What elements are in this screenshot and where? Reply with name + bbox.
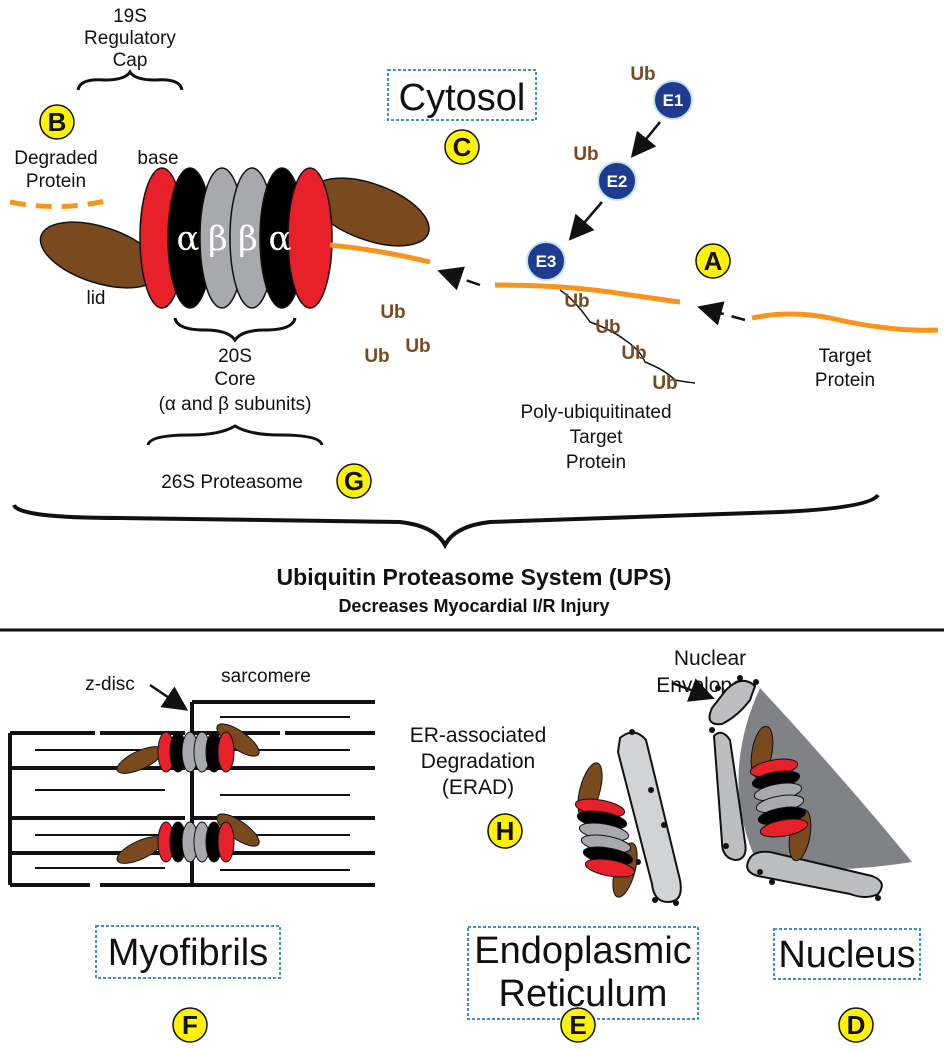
degraded-label-2: Protein bbox=[26, 171, 86, 192]
poly-label-1: Poly-ubiquitinated bbox=[520, 402, 671, 423]
badge-e: E bbox=[560, 1007, 596, 1043]
poly-label-3: Protein bbox=[566, 452, 626, 473]
svg-text:C: C bbox=[453, 132, 472, 162]
badge-g: G bbox=[336, 463, 372, 499]
sarcomere-label: sarcomere bbox=[221, 666, 311, 687]
svg-text:E3: E3 bbox=[536, 252, 557, 271]
svg-text:E1: E1 bbox=[663, 91, 684, 110]
core-label-3: (α and β subunits) bbox=[159, 394, 312, 415]
er-label-1: Endoplasmic bbox=[474, 930, 692, 972]
degraded-protein-strand bbox=[9, 197, 111, 210]
svg-text:D: D bbox=[847, 1010, 866, 1040]
subunit-beta-1: β bbox=[208, 219, 228, 259]
ub-free-3: Ub bbox=[405, 336, 430, 357]
target-protein-strand bbox=[751, 311, 939, 333]
nuclear-envelope bbox=[708, 675, 883, 901]
cytosol-label: Cytosol bbox=[399, 77, 526, 119]
ub-chain-1: Ub bbox=[564, 291, 589, 312]
arrow-e1-e2 bbox=[630, 121, 661, 158]
erad-label-3: (ERAD) bbox=[442, 776, 514, 799]
ub-e2: Ub bbox=[573, 144, 598, 165]
subunit-beta-2: β bbox=[238, 219, 258, 259]
enzyme-e3: E3 bbox=[526, 241, 566, 281]
myofibril-proteasome-upper bbox=[116, 723, 260, 774]
enzyme-e2: E2 bbox=[597, 161, 637, 201]
arrow-to-e3 bbox=[697, 301, 746, 326]
arrow-e2-e3 bbox=[568, 201, 603, 241]
subunit-alpha-2: α bbox=[269, 219, 292, 259]
enzyme-e1: E1 bbox=[653, 80, 693, 120]
svg-text:E2: E2 bbox=[607, 172, 628, 191]
ub-chain-4: Ub bbox=[652, 373, 677, 394]
nucleus-box bbox=[773, 928, 921, 980]
er-proteasome bbox=[574, 762, 638, 898]
svg-text:E: E bbox=[569, 1010, 586, 1040]
svg-text:H: H bbox=[496, 816, 515, 846]
proteasome-brace bbox=[146, 424, 324, 446]
title-line-2: Decreases Myocardial I/R Injury bbox=[338, 596, 609, 616]
base-right bbox=[287, 167, 333, 309]
nuclear-arrow bbox=[671, 678, 715, 702]
core-brace bbox=[173, 317, 297, 343]
core-label-1: 20S bbox=[218, 346, 252, 367]
ub-chain-2: Ub bbox=[595, 317, 620, 338]
ub-free-2: Ub bbox=[364, 346, 389, 367]
ub-chain-3: Ub bbox=[621, 343, 646, 364]
target-label-1: Target bbox=[819, 346, 873, 367]
poly-label-2: Target bbox=[570, 427, 624, 448]
nucleus-proteasome bbox=[749, 725, 812, 862]
title-line-1: Ubiquitin Proteasome System (UPS) bbox=[277, 564, 672, 590]
nuclear-label-1: Nuclear bbox=[674, 647, 746, 670]
cap-label-1: 19S bbox=[113, 6, 147, 27]
myofibril-structure bbox=[8, 700, 375, 887]
svg-text:B: B bbox=[48, 107, 67, 137]
svg-text:A: A bbox=[704, 246, 723, 276]
svg-text:F: F bbox=[182, 1010, 198, 1040]
erad-label-2: Degradation bbox=[421, 750, 535, 773]
badge-c: C bbox=[444, 129, 480, 165]
myofibrils-box bbox=[95, 925, 281, 979]
svg-text:G: G bbox=[344, 466, 364, 496]
target-label-2: Protein bbox=[815, 370, 875, 391]
degraded-label-1: Degraded bbox=[14, 148, 97, 169]
badge-d: D bbox=[838, 1007, 874, 1043]
proteasome-label: 26S Proteasome bbox=[161, 472, 303, 493]
subunit-alpha-1: α bbox=[177, 219, 200, 259]
erad-label-1: ER-associated bbox=[410, 724, 547, 747]
cap-label-2: Regulatory bbox=[84, 28, 176, 49]
badge-h: H bbox=[487, 813, 523, 849]
ub-chain bbox=[559, 289, 696, 384]
myofibrils-label: Myofibrils bbox=[108, 932, 268, 974]
er-membrane bbox=[616, 729, 682, 906]
badge-b: B bbox=[39, 104, 75, 140]
zdisc-label: z-disc bbox=[85, 674, 135, 695]
ups-brace bbox=[12, 493, 880, 550]
entering-protein-strand bbox=[329, 242, 431, 265]
core-label-2: Core bbox=[214, 369, 255, 390]
myofibril-proteasome-lower bbox=[116, 813, 260, 864]
base-label: base bbox=[137, 148, 178, 169]
poly-ub-protein-strand bbox=[494, 282, 681, 305]
zdisc-arrow bbox=[149, 683, 189, 711]
cap-brace bbox=[76, 69, 184, 91]
badge-f: F bbox=[172, 1007, 208, 1043]
arrow-to-proteasome bbox=[437, 266, 481, 291]
cytosol-box bbox=[387, 69, 537, 121]
badge-a: A bbox=[695, 243, 731, 279]
ub-e1: Ub bbox=[630, 64, 655, 85]
cap-label-3: Cap bbox=[113, 50, 148, 71]
proteasome-26s: α β β α bbox=[39, 167, 430, 309]
lid-label: lid bbox=[86, 288, 105, 309]
nucleus-label: Nucleus bbox=[778, 934, 915, 976]
ub-free-1: Ub bbox=[380, 302, 405, 323]
